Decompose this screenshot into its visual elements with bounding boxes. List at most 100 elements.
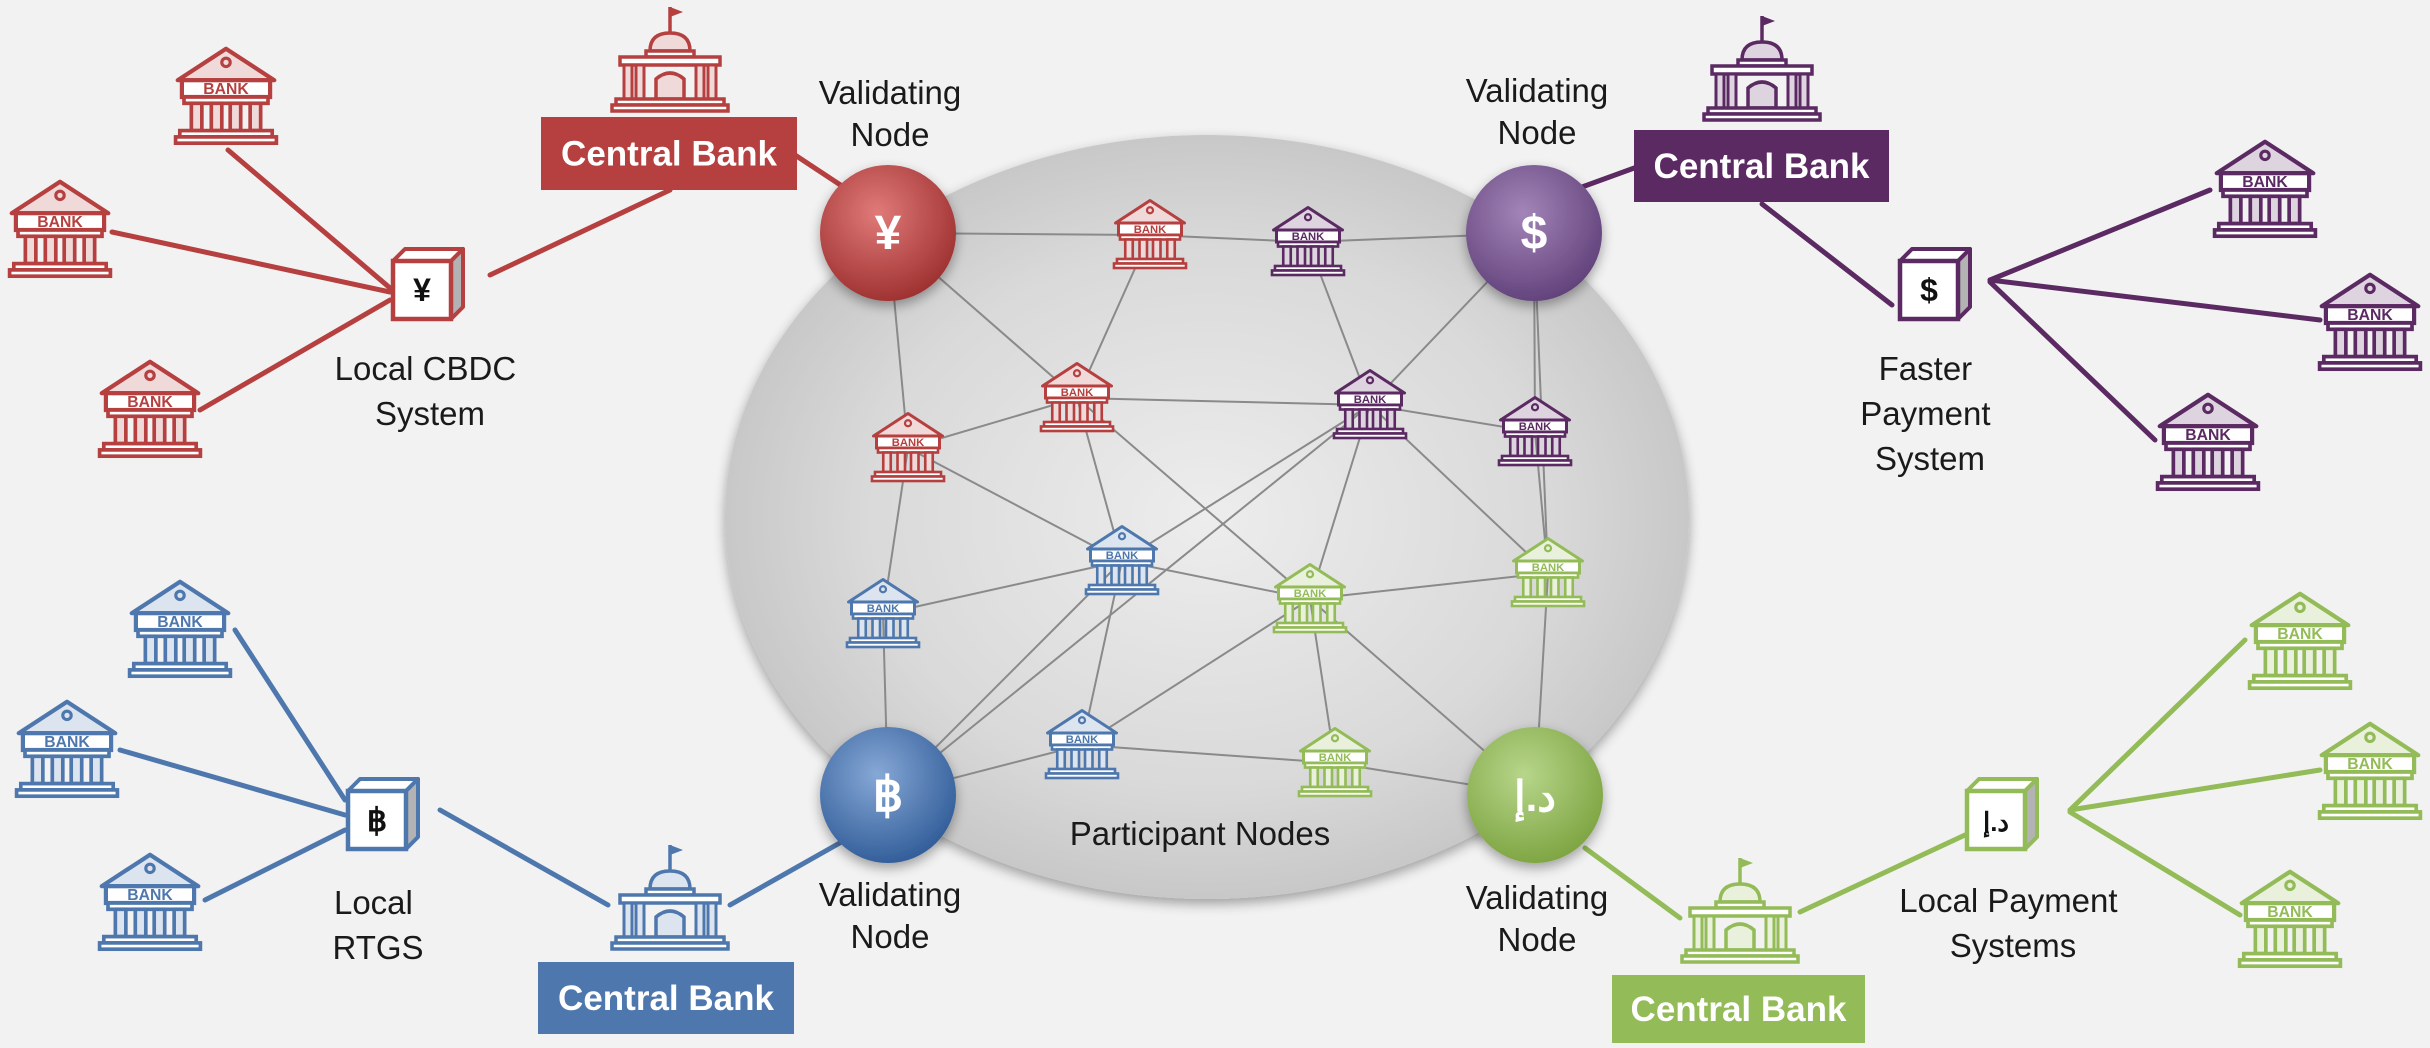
- bank-column: [2253, 924, 2268, 956]
- bank-column: [152, 414, 167, 446]
- cube-front: [1897, 258, 1961, 322]
- bank-column: [172, 414, 187, 446]
- bank-label: BANK: [157, 614, 203, 631]
- bank-beam: [2221, 188, 2309, 199]
- column: [706, 63, 718, 101]
- dome: [1718, 882, 1762, 904]
- bank-column: [1092, 401, 1104, 424]
- bank-column: [2267, 194, 2282, 226]
- cube-front: [390, 258, 454, 322]
- bank-column: [1521, 576, 1533, 599]
- bank-icon: BANK: [1084, 525, 1160, 596]
- bank-column: [1123, 238, 1135, 261]
- column: [1764, 914, 1776, 952]
- blue-link: [727, 837, 848, 908]
- mesh-link: [887, 404, 1371, 796]
- bank-beam: [851, 612, 915, 620]
- bank-label: BANK: [127, 887, 173, 904]
- column: [1726, 72, 1738, 110]
- bank-icon: BANK: [2247, 591, 2353, 691]
- central-bank-label: Central Bank: [538, 962, 794, 1034]
- bank-column: [2191, 447, 2206, 479]
- bank-label: BANK: [2242, 174, 2288, 191]
- bank-label: BANK: [1519, 421, 1552, 433]
- bank-roof-circle: [220, 56, 232, 69]
- bank-label: BANK: [2347, 756, 2393, 773]
- bank-column: [82, 234, 97, 266]
- bank-column: [1536, 576, 1547, 599]
- bank-base: [1297, 790, 1373, 798]
- cube-symbol: د.إ: [1983, 807, 2009, 838]
- bank-beam: [23, 748, 111, 759]
- bank-column: [182, 634, 197, 666]
- bank-icon: BANK: [1270, 206, 1346, 277]
- central-bank-building-icon: [610, 7, 730, 113]
- bank-beam: [136, 628, 224, 639]
- cube-icon: ฿: [345, 777, 420, 852]
- base: [610, 941, 730, 951]
- bank-beam: [1516, 571, 1580, 579]
- bank-beam: [2246, 918, 2334, 929]
- cornice: [618, 55, 722, 67]
- bank-column: [1165, 238, 1177, 261]
- bank-column: [2372, 776, 2387, 808]
- red-link: [487, 187, 673, 278]
- bank-icon: BANK: [14, 699, 120, 799]
- column: [1776, 914, 1788, 952]
- bank-column: [1070, 748, 1081, 771]
- bank-label: BANK: [1532, 562, 1565, 574]
- bank-column: [143, 634, 158, 666]
- bank-column: [2287, 194, 2302, 226]
- red-link: [792, 152, 848, 191]
- bank-label: BANK: [203, 81, 249, 98]
- bank-column: [898, 617, 910, 640]
- cornice: [1688, 906, 1792, 918]
- mesh-link: [1081, 744, 1336, 764]
- bank-label: BANK: [1319, 752, 1352, 764]
- doorway: [1724, 922, 1756, 952]
- mesh-link: [1076, 397, 1371, 406]
- bank-column: [1065, 401, 1076, 424]
- bank-roof-circle: [1072, 369, 1082, 378]
- bank-beam: [16, 228, 104, 239]
- bank-column: [856, 617, 868, 640]
- blue-link: [232, 627, 348, 803]
- bank-column: [1083, 748, 1094, 771]
- bank-column: [1343, 408, 1355, 431]
- bank-column: [1283, 602, 1295, 625]
- bank-base: [2247, 680, 2353, 691]
- bank-icon: BANK: [2317, 721, 2423, 821]
- bank-roof-circle: [2364, 282, 2376, 295]
- bank-column: [248, 101, 263, 133]
- bank-roof-circle: [1330, 734, 1340, 743]
- bank-base: [845, 641, 921, 649]
- bank-column: [2273, 924, 2288, 956]
- base: [1702, 112, 1822, 122]
- mesh-link: [1309, 572, 1549, 600]
- bank-base: [2237, 958, 2343, 969]
- validating-node-coin: د.إ: [1467, 727, 1603, 863]
- bank-label: BANK: [2347, 307, 2393, 324]
- central-bank-text: Central Bank: [558, 979, 774, 1018]
- bank-label: BANK: [1134, 224, 1167, 236]
- system-label-green-line1: Local Payment: [1899, 882, 2117, 919]
- dome: [648, 31, 692, 53]
- bank-base: [1272, 626, 1348, 634]
- bank-column: [2392, 776, 2407, 808]
- bank-icon: BANK: [1297, 727, 1373, 798]
- system-label-green-line2: Systems: [1950, 927, 2077, 964]
- green-link: [2067, 637, 2248, 813]
- bank-icon: BANK: [1044, 709, 1120, 780]
- bank-column: [1323, 245, 1335, 268]
- bank-icon: BANK: [173, 46, 279, 146]
- currency-symbol: $: [1521, 207, 1548, 260]
- bank-roof-circle: [2364, 731, 2376, 744]
- bank-column: [2230, 447, 2245, 479]
- currency-coin-icon: [1466, 165, 1602, 301]
- bank-column: [1123, 564, 1134, 587]
- bank-icon: BANK: [1497, 396, 1573, 467]
- bank-roof-circle: [144, 369, 156, 382]
- column: [1692, 914, 1704, 952]
